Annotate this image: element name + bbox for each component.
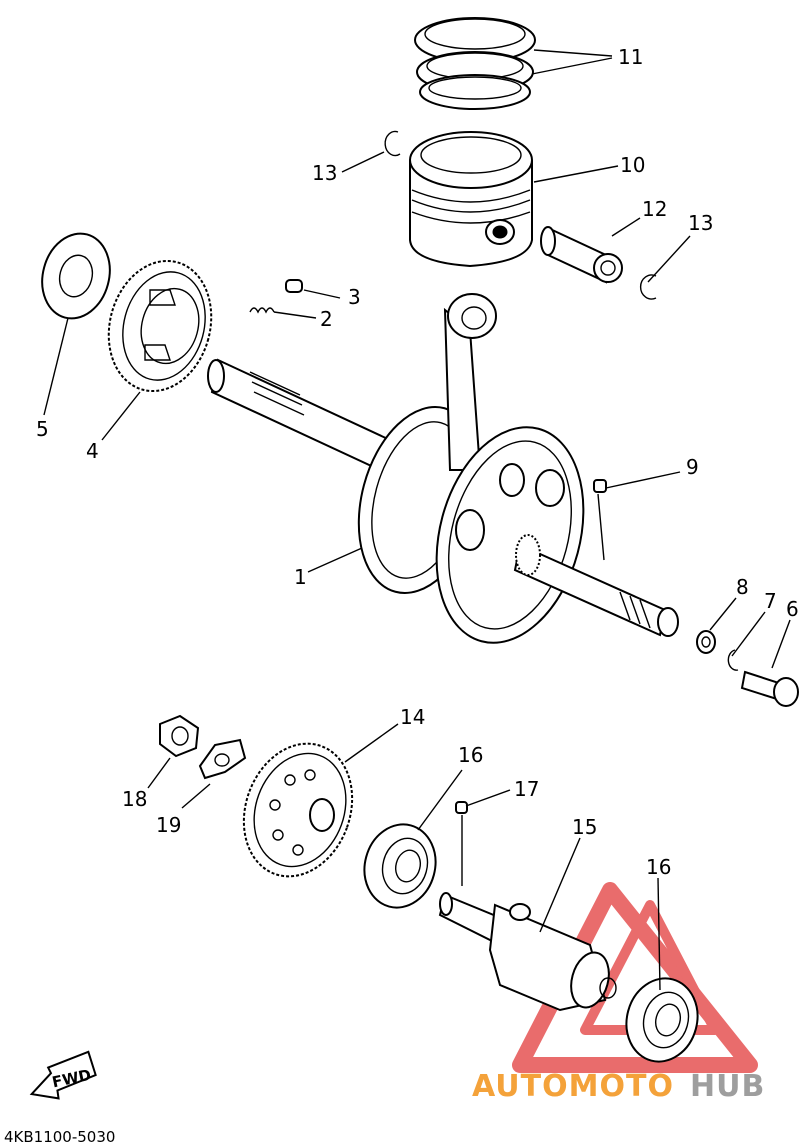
washer	[41, 232, 111, 320]
piston-pin-clips	[384, 130, 657, 300]
piston-rings	[414, 17, 536, 110]
callout-10: 10	[620, 153, 645, 177]
watermark-text-hub: HUB	[690, 1069, 765, 1104]
piston	[409, 131, 533, 268]
callout-12: 12	[642, 197, 667, 221]
forward-direction-arrow: FWD	[29, 1050, 97, 1100]
callout-15: 15	[572, 815, 597, 839]
callout-8: 8	[736, 575, 749, 599]
piston-pin	[540, 226, 623, 284]
callout-16-left: 16	[458, 743, 483, 767]
callout-13-right: 13	[688, 211, 713, 235]
callout-17: 17	[514, 777, 539, 801]
crankshaft-assembly	[207, 293, 679, 644]
balancer-drive-gear	[242, 742, 354, 878]
callout-13-left: 13	[312, 161, 337, 185]
callout-labels: 11 10 13 12 13 3 2 5 4 9 1 8 7 6 14 16 1…	[36, 45, 799, 879]
callout-7: 7	[764, 589, 777, 613]
watermark-text: AUTOMOTO HUB	[472, 1069, 765, 1104]
spring-and-plug	[249, 279, 303, 314]
callout-11: 11	[618, 45, 643, 69]
crank-end-fasteners	[696, 630, 799, 707]
callout-3: 3	[348, 285, 361, 309]
callout-6: 6	[786, 597, 799, 621]
callout-19: 19	[156, 813, 181, 837]
callout-14: 14	[400, 705, 425, 729]
leader-lines	[43, 49, 791, 991]
bearing-left	[363, 823, 437, 909]
lock-washer	[198, 738, 247, 780]
balancer-shaft	[438, 892, 617, 1012]
callout-18: 18	[122, 787, 147, 811]
callout-4: 4	[86, 439, 99, 463]
callout-1: 1	[294, 565, 307, 589]
bearing-right	[625, 977, 699, 1063]
callout-9: 9	[686, 455, 699, 479]
callout-2: 2	[320, 307, 333, 331]
primary-drive-gear	[107, 259, 213, 393]
callout-5: 5	[36, 417, 49, 441]
nut	[159, 714, 200, 758]
watermark-text-automoto: AUTOMOTO	[472, 1069, 674, 1104]
balancer-key	[455, 801, 468, 814]
drawing-code: 4KB1100-5030	[4, 1128, 115, 1146]
woodruff-key	[593, 479, 607, 493]
callout-16-right: 16	[646, 855, 671, 879]
